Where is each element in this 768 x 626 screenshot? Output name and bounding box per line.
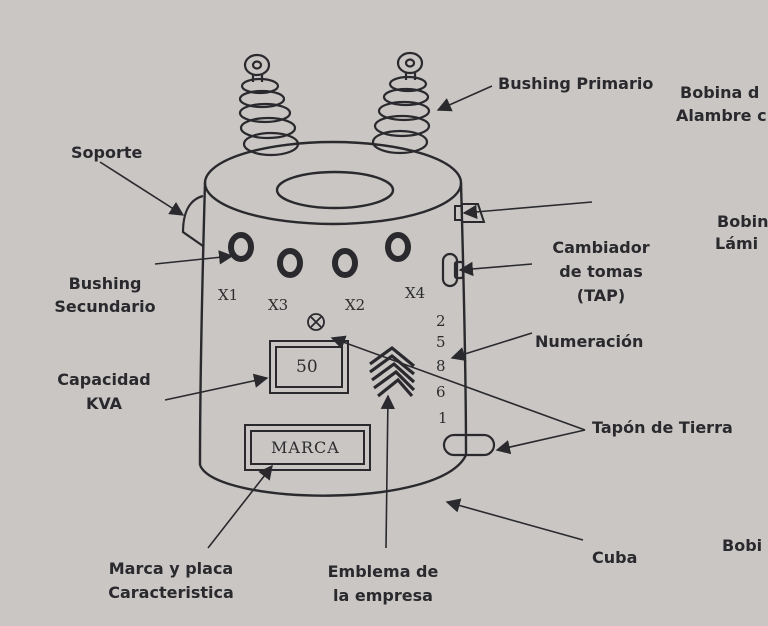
arrow-emblema <box>380 394 396 549</box>
tap-number-1: 2 <box>436 312 446 330</box>
arrow-soporte <box>99 161 185 216</box>
terminal-label-x3: X3 <box>268 296 289 314</box>
secondary-bushings <box>228 232 411 278</box>
support-bracket <box>181 194 204 247</box>
label-cambiador-line3: (TAP) <box>576 286 626 305</box>
primary-bushing-left <box>238 53 300 157</box>
label-bobina-lamina-line1: Bobin <box>717 212 768 231</box>
arrow-marca-placa <box>207 464 273 549</box>
arrow-bushing-secundario <box>154 250 234 265</box>
tank-left-wall <box>198 182 207 466</box>
arrow-tapon-tierra-lower <box>495 429 586 455</box>
arrow-cambiador <box>458 261 533 277</box>
terminal-label-x4: X4 <box>405 284 426 302</box>
tap-number-5: 1 <box>438 409 448 427</box>
label-cuba: Cuba <box>592 548 638 567</box>
tank-top-cover <box>275 170 395 210</box>
arrow-capacidad <box>164 373 269 401</box>
brand-plate <box>244 424 371 471</box>
tank-right-wall <box>459 182 468 456</box>
secondary-bushing-x4 <box>385 232 411 262</box>
label-bobina-alambre-line1: Bobina d <box>680 83 760 102</box>
arrow-bobina-alambre <box>462 201 593 220</box>
secondary-bushing-x3 <box>277 248 303 278</box>
label-emblema-line1: Emblema de <box>327 562 439 581</box>
label-bushing-secundario-line2: Secundario <box>54 297 156 316</box>
label-bushing-primario: Bushing Primario <box>498 74 654 93</box>
label-capacidad-line1: Capacidad <box>57 370 151 389</box>
tank-bottom <box>198 454 468 497</box>
label-bobina-alambre-line2: Alambre c <box>676 106 767 125</box>
label-numeracion: Numeración <box>535 332 644 351</box>
terminal-label-x1: X1 <box>218 286 239 304</box>
terminal-label-x2: X2 <box>345 296 366 314</box>
tank-top-rim <box>203 140 463 226</box>
secondary-bushing-x1 <box>228 232 254 262</box>
wire-coil-connector <box>454 203 486 223</box>
ground-plug <box>442 433 496 457</box>
arrow-numeracion <box>450 332 533 362</box>
transformer-tank <box>198 140 468 497</box>
leader-arrows <box>99 85 593 549</box>
tap-number-4: 6 <box>436 383 446 401</box>
arrow-bushing-primario <box>436 85 493 112</box>
capacity-value: 50 <box>296 357 318 377</box>
company-emblem-icon <box>369 345 416 398</box>
primary-bushing-right <box>371 51 431 155</box>
label-cambiador-line2: de tomas <box>559 262 643 281</box>
label-cambiador-line1: Cambiador <box>552 238 650 257</box>
arrow-cuba <box>445 498 584 541</box>
label-bushing-secundario-line1: Bushing <box>68 274 142 293</box>
label-marca-placa-line1: Marca y placa <box>108 559 234 578</box>
arrow-tapon-tierra-upper <box>330 335 586 431</box>
label-capacidad-line2: KVA <box>85 394 123 413</box>
label-bobina-bottom: Bobi <box>722 536 763 555</box>
secondary-bushing-x2 <box>332 248 358 278</box>
ground-symbol <box>307 313 325 331</box>
label-bobina-lamina-line2: Lámi <box>715 234 759 253</box>
capacity-plate <box>269 340 349 394</box>
tap-number-2: 5 <box>436 333 446 351</box>
label-soporte: Soporte <box>71 143 143 162</box>
label-tapon-tierra: Tapón de Tierra <box>592 418 733 437</box>
brand-plate-text: MARCA <box>271 438 340 457</box>
label-emblema-line2: la empresa <box>333 586 433 605</box>
label-marca-placa-line2: Caracteristica <box>108 583 234 602</box>
tap-number-3: 8 <box>436 357 446 375</box>
